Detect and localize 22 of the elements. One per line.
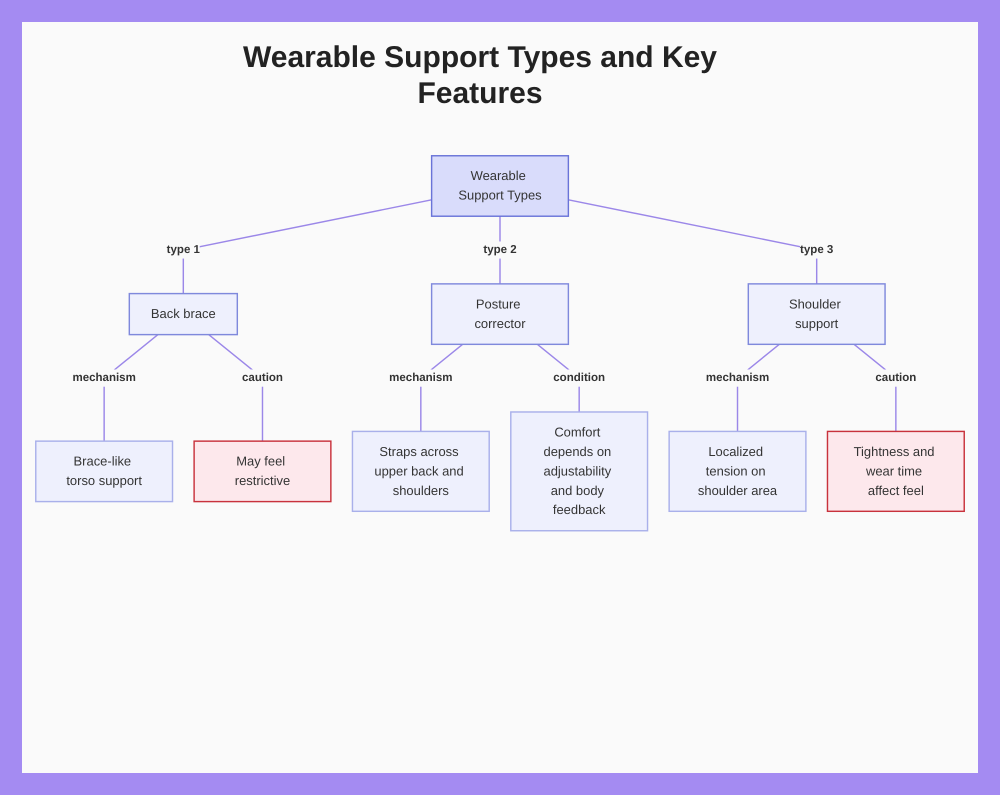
edge-label: type 1 — [166, 244, 200, 256]
node-box: May feel restrictive — [193, 440, 332, 502]
node-box: Localized tension on shoulder area — [668, 430, 807, 512]
node-box: Posture corrector — [430, 283, 570, 346]
node-box: Back brace — [128, 292, 238, 336]
edge-label: caution — [242, 372, 283, 384]
node-box: Brace-like torso support — [35, 440, 174, 502]
edge-label: type 3 — [800, 244, 834, 256]
edge-label: caution — [875, 372, 916, 384]
edge-label: type 2 — [483, 244, 517, 256]
edge-label: mechanism — [706, 372, 770, 384]
connector — [568, 199, 818, 284]
edge-label: condition — [553, 372, 606, 384]
node-box: Shoulder support — [748, 283, 886, 346]
connector — [182, 199, 432, 294]
edge-label: mechanism — [389, 372, 453, 384]
node-box: Comfort depends on adjustability and body feedback — [510, 411, 648, 532]
edge-label: mechanism — [72, 372, 136, 384]
node-box: Tightness and wear time affect feel — [826, 430, 965, 512]
diagram-title: Wearable Support Types and Key Features — [242, 40, 718, 112]
node-box: Straps across upper back and shoulders — [352, 430, 490, 512]
node-box: Wearable Support Types — [430, 155, 570, 217]
